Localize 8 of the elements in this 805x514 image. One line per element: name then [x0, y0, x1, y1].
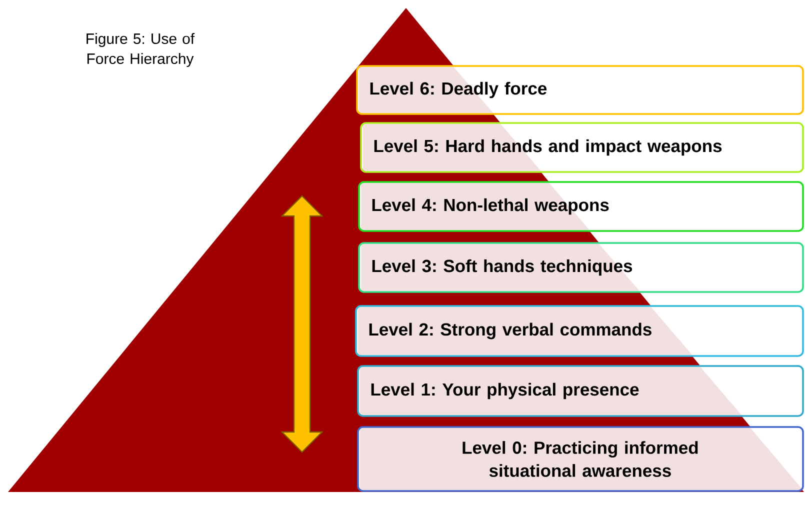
level-box: Level 4: Non-lethal weapons — [358, 181, 804, 232]
level-box: Level 1: Your physical presence — [357, 365, 804, 417]
level-box: Level 2: Strong verbal commands — [355, 305, 804, 357]
level-box: Level 5: Hard hands and impact weapons — [360, 122, 804, 173]
level-box: Level 3: Soft hands techniques — [358, 242, 804, 293]
level-box: Level 0: Practicing informed situational awareness — [357, 426, 804, 492]
figure-title: Figure 5: Use of Force Hierarchy — [86, 33, 195, 67]
level-box: Level 6: Deadly force — [356, 65, 804, 115]
